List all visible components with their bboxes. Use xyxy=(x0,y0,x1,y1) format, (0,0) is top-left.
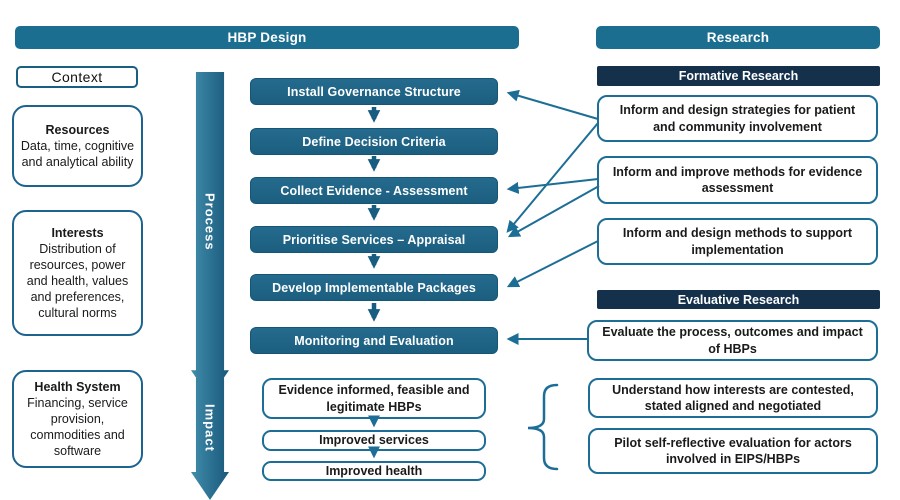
evaluative-item-interests-label: Understand how interests are contested, … xyxy=(612,382,854,414)
arrow-evidence-to-collect xyxy=(506,178,599,194)
process-arrow: Process xyxy=(191,72,229,398)
interests-box: Interests Distribution of resources, pow… xyxy=(12,210,143,336)
interests-title: Interests xyxy=(51,226,104,240)
formative-research-bar: Formative Research xyxy=(597,66,880,86)
process-arrow-label: Process xyxy=(202,193,218,251)
step-monitoring-evaluation: Monitoring and Evaluation xyxy=(250,327,498,354)
outcome-services-label: Improved services xyxy=(319,433,429,448)
research-header-label: Research xyxy=(706,30,770,45)
evaluative-item-evaluate: Evaluate the process, outcomes and impac… xyxy=(587,320,878,361)
context-label: Context xyxy=(51,69,103,85)
evaluative-item-pilot-label: Pilot self-reflective evaluation for act… xyxy=(614,435,852,467)
formative-item-implementation-label: Inform and design methods to support imp… xyxy=(622,226,853,257)
step-collect-evidence: Collect Evidence - Assessment xyxy=(250,177,498,204)
arrow-involvement-to-prioritise xyxy=(506,122,599,233)
research-header: Research xyxy=(596,26,880,49)
formative-item-evidence-label: Inform and improve methods for evidence … xyxy=(612,164,863,196)
health-system-body: Financing, service provision, commoditie… xyxy=(27,396,128,458)
outcome-health-label: Improved health xyxy=(325,463,423,478)
evaluative-research-bar: Evaluative Research xyxy=(597,290,880,309)
interests-body: Distribution of resources, power and hea… xyxy=(26,242,129,320)
step-install-governance: Install Governance Structure xyxy=(250,78,498,105)
evaluative-research-label: Evaluative Research xyxy=(677,292,800,307)
resources-title: Resources xyxy=(45,123,110,137)
step-develop-packages: Develop Implementable Packages xyxy=(250,274,498,301)
step-define-criteria-label: Define Decision Criteria xyxy=(302,134,446,149)
context-label-box: Context xyxy=(16,66,138,88)
outcome-health-box: Improved health xyxy=(262,461,486,481)
arrow-involvement-to-governance xyxy=(506,89,599,120)
outcome-services-box: Improved services xyxy=(262,430,486,451)
step-prioritise-services-label: Prioritise Services – Appraisal xyxy=(282,232,466,247)
step-install-governance-label: Install Governance Structure xyxy=(287,84,461,99)
hbp-design-header-label: HBP Design xyxy=(227,30,307,45)
step-collect-evidence-label: Collect Evidence - Assessment xyxy=(280,183,468,198)
formative-item-implementation: Inform and design methods to support imp… xyxy=(597,218,878,265)
step-prioritise-services: Prioritise Services – Appraisal xyxy=(250,226,498,253)
step-monitoring-evaluation-label: Monitoring and Evaluation xyxy=(294,333,454,348)
curly-brace-icon xyxy=(527,383,559,471)
step-develop-packages-label: Develop Implementable Packages xyxy=(272,280,476,295)
evaluative-item-evaluate-label: Evaluate the process, outcomes and impac… xyxy=(602,325,863,356)
arrow-evidence-to-prioritise xyxy=(507,185,600,238)
formative-item-evidence: Inform and improve methods for evidence … xyxy=(597,156,878,204)
formative-research-label: Formative Research xyxy=(678,69,799,83)
hbp-design-header: HBP Design xyxy=(15,26,519,49)
health-system-title: Health System xyxy=(34,380,121,394)
resources-body: Data, time, cognitive and analytical abi… xyxy=(20,139,135,169)
step-define-criteria: Define Decision Criteria xyxy=(250,128,498,155)
impact-arrow: Impact xyxy=(191,378,229,500)
impact-arrow-label: Impact xyxy=(202,404,218,452)
formative-item-involvement-label: Inform and design strategies for patient… xyxy=(619,103,856,134)
health-system-box: Health System Financing, service provisi… xyxy=(12,370,143,468)
arrow-implementation-to-develop xyxy=(506,240,599,288)
evaluative-item-pilot: Pilot self-reflective evaluation for act… xyxy=(588,428,878,474)
outcome-hbps-label: Evidence informed, feasible and legitima… xyxy=(278,383,470,414)
outcome-hbps-box: Evidence informed, feasible and legitima… xyxy=(262,378,486,419)
evaluative-item-interests: Understand how interests are contested, … xyxy=(588,378,878,418)
resources-box: Resources Data, time, cognitive and anal… xyxy=(12,105,143,187)
formative-item-involvement: Inform and design strategies for patient… xyxy=(597,95,878,142)
